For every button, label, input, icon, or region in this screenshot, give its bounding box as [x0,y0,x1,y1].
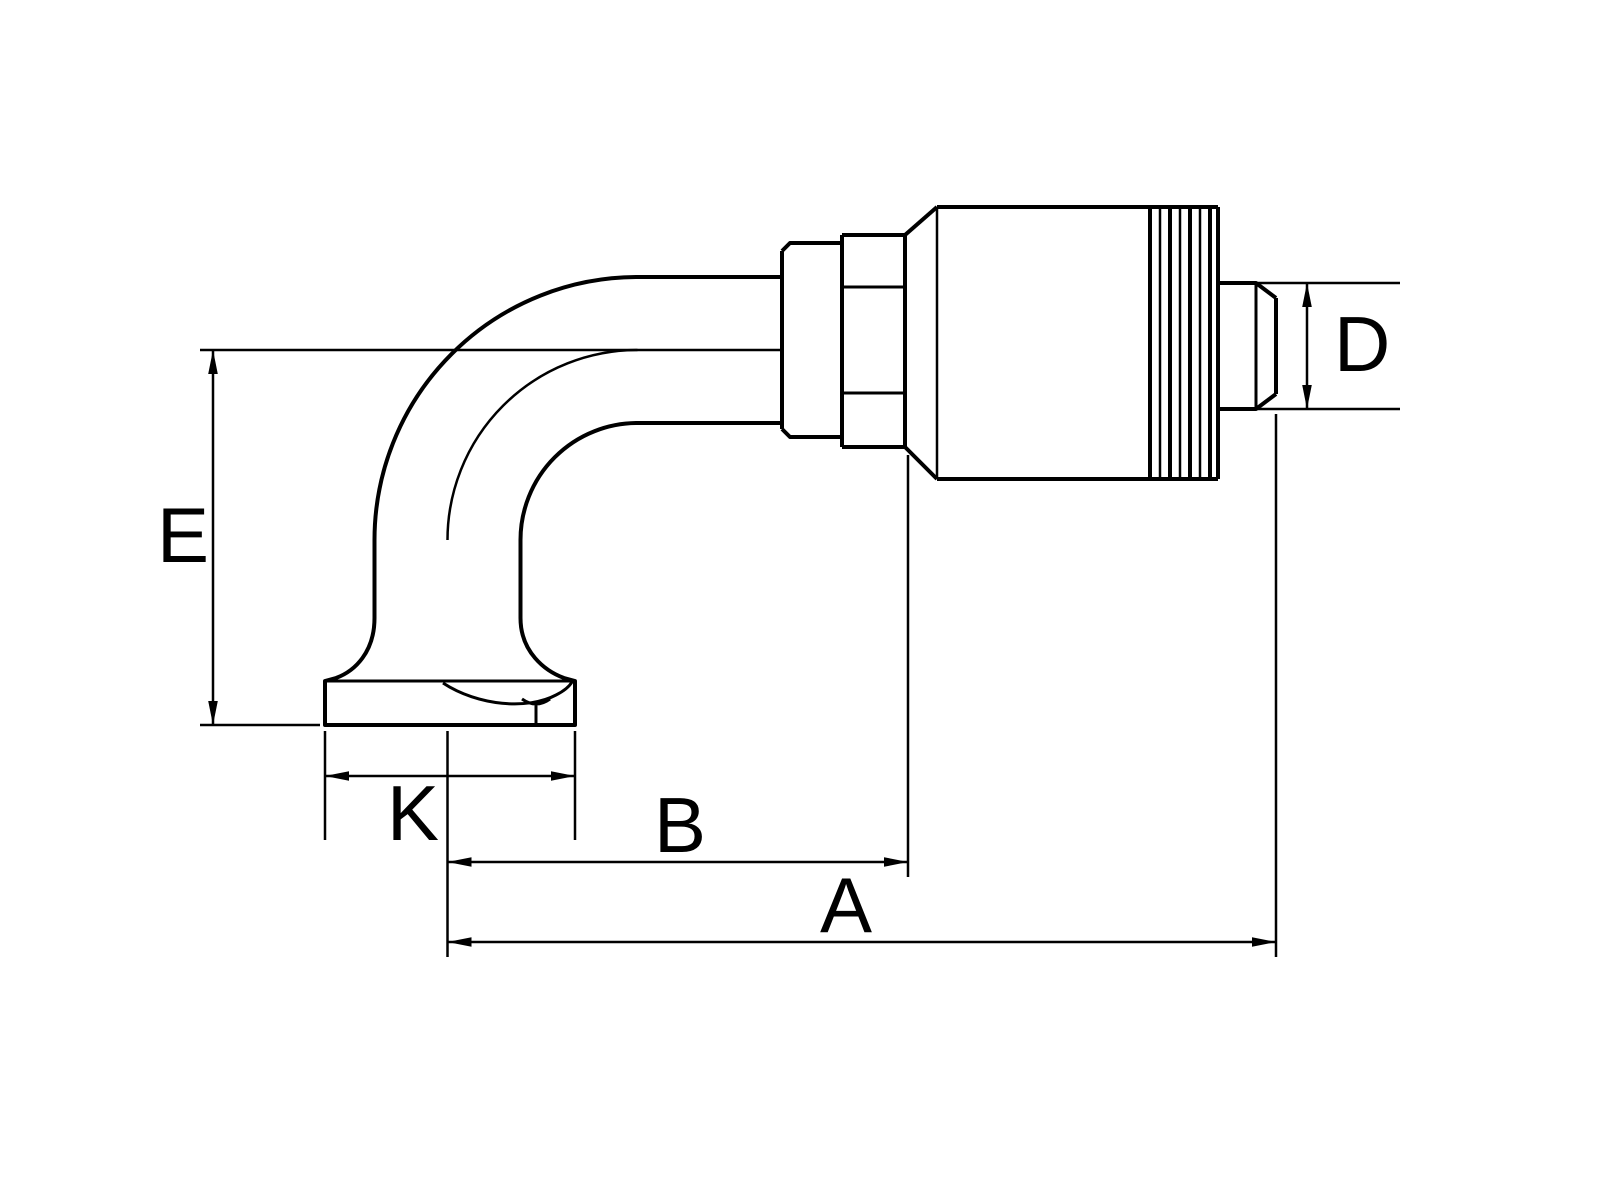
dim-label-e: E [157,491,209,579]
flange-face-detail [442,681,574,706]
serration-band [1148,207,1212,479]
flange-face-notch [521,697,551,724]
dim-label-k: K [387,769,439,857]
nipple-bottom-edge [1218,392,1278,411]
shell-bottom-chamfer [903,445,939,481]
shell-top-chamfer [903,205,939,237]
nipple [1218,281,1278,411]
dimension-A: A [446,414,1278,957]
elbow-profile [323,275,782,727]
dim-label-d: D [1334,300,1390,388]
dimension-B: B [447,455,910,877]
nipple-top-edge [1218,281,1278,300]
dim-label-b: B [654,781,706,869]
dim-label-a: A [820,861,872,949]
hex-nut [840,233,907,449]
dimension-E: E [157,350,320,727]
fitting-drawing [200,205,1278,727]
elbow-centerline-arc [446,348,638,541]
dimension-K: K [323,731,577,857]
dimension-D: D [1222,281,1400,411]
collar [780,241,842,439]
collar-bottom-edge [780,427,842,439]
collar-top-edge [780,241,842,253]
